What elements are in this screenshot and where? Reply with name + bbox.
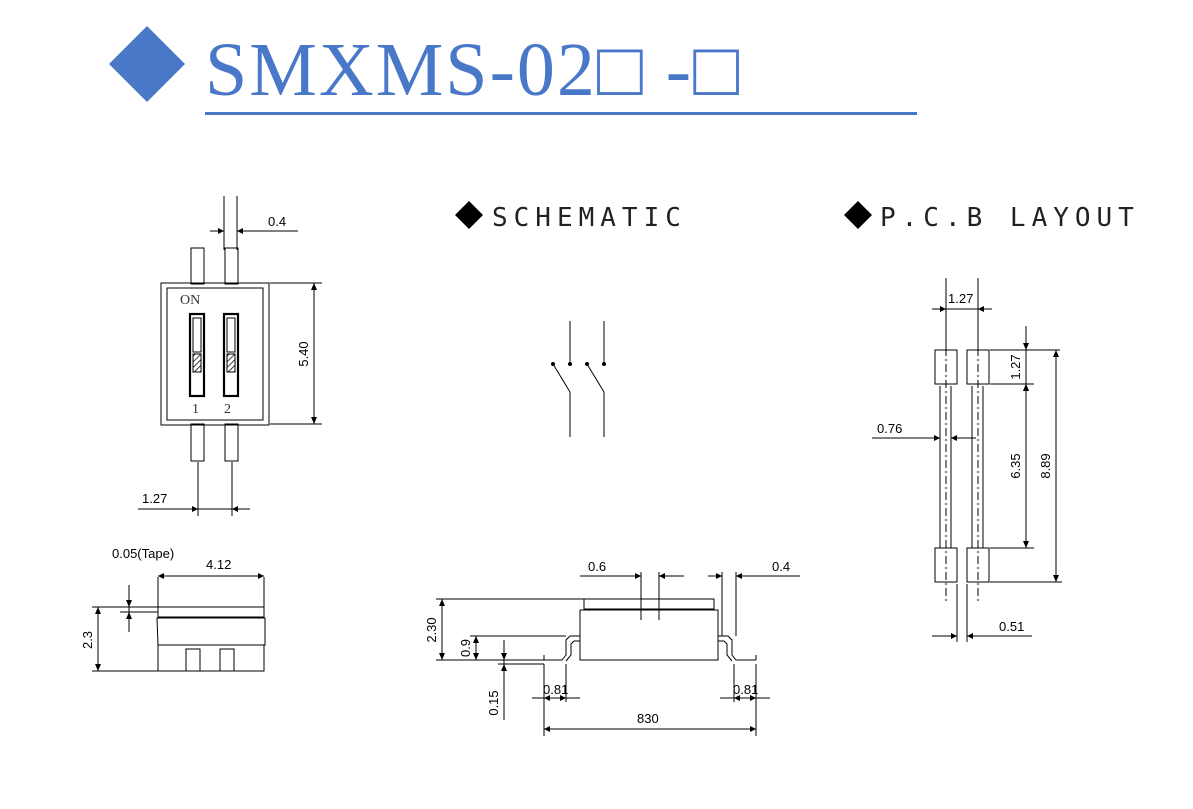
switch-number-1: 1: [192, 402, 199, 417]
dim-pad-width: 0.51: [999, 619, 1024, 634]
side-view-large: 0.6 0.4 2.30 0.9 0.15 0.81: [424, 559, 800, 736]
switch-number-2: 2: [224, 402, 231, 417]
title-underline: [205, 112, 917, 115]
dim-tape: 0.05(Tape): [112, 546, 174, 561]
top-view: ON 1 2 0.4 5.40 1.27: [138, 196, 322, 516]
dim-left-foot: 0.81: [543, 682, 568, 697]
schematic-symbol: [551, 321, 606, 437]
title-block: SMXMS-02□ -□: [105, 22, 917, 122]
dim-small-width: 4.12: [206, 557, 231, 572]
dim-overall-span: 830: [637, 711, 659, 726]
dim-lead-pitch: 1.27: [142, 491, 167, 506]
dim-pcb-pitch: 1.27: [948, 291, 973, 306]
dim-pad-height: 1.27: [1008, 354, 1023, 379]
dim-total-height: 2.30: [424, 617, 439, 642]
schematic-title: SCHEMATIC: [492, 203, 687, 233]
dim-body-height: 5.40: [296, 341, 311, 366]
dim-lead-width: 0.4: [268, 214, 286, 229]
schematic-header: SCHEMATIC: [455, 201, 687, 233]
dim-small-height: 2.3: [80, 631, 95, 649]
dim-standoff: 0.15: [486, 690, 501, 715]
dim-right-foot: 0.81: [733, 682, 758, 697]
pcb-layout-title: P.C.B LAYOUT: [880, 203, 1140, 233]
diamond-icon: [455, 201, 483, 229]
dim-pad-gap: 0.76: [877, 421, 902, 436]
diamond-icon: [844, 201, 872, 229]
diamond-icon: [109, 26, 185, 102]
dim-inner-span: 6.35: [1008, 453, 1023, 478]
side-view-small: 4.12 0.05(Tape) 2.3: [80, 546, 266, 672]
page-title: SMXMS-02□ -□: [205, 28, 741, 112]
dim-lead-thickness: 0.4: [772, 559, 790, 574]
pcb-layout-header: P.C.B LAYOUT: [844, 201, 1140, 233]
on-label: ON: [180, 293, 200, 308]
dim-top-width: 0.6: [588, 559, 606, 574]
pcb-layout: 1.27 1.27 6.35 8.89 0.76 0.51: [872, 278, 1062, 642]
dim-outer-span: 8.89: [1038, 453, 1053, 478]
dim-body-offset: 0.9: [458, 639, 473, 657]
